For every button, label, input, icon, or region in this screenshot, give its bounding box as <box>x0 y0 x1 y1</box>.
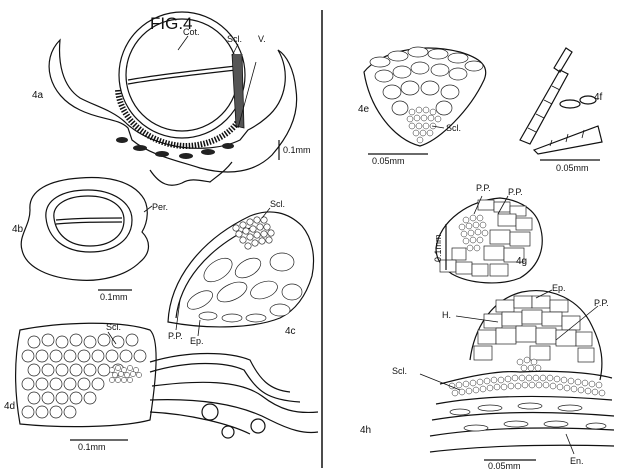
panel-4e-id: 4e <box>358 104 370 115</box>
panel-4b-drawing <box>21 178 152 290</box>
panel-4c-label-scl: Scl. <box>270 199 285 209</box>
panel-4g-scale-label: 0.1mm <box>433 234 443 262</box>
panel-4c-drawing <box>168 208 314 336</box>
panel-4h-scale-label: 0.05mm <box>488 461 521 471</box>
panel-4b-scale-label: 0.1mm <box>100 292 128 302</box>
panel-4a-label-v: V. <box>258 34 266 44</box>
panel-4h-label-en: En. <box>570 456 584 466</box>
panel-4c-id: 4c <box>285 326 296 337</box>
panel-4h-label-ep: Ep. <box>552 283 566 293</box>
panel-4d-id: 4d <box>4 401 15 412</box>
panel-4g-drawing <box>436 196 542 283</box>
panel-4d-label-scl: Scl. <box>106 322 121 332</box>
panel-4g-label-pp2: P.P. <box>508 187 523 197</box>
panel-4h-label-scl: Scl. <box>392 366 407 376</box>
panel-4a-id: 4a <box>32 90 44 101</box>
panel-4a-label-scl: Scl. <box>227 34 242 44</box>
panel-4d-scale-label: 0.1mm <box>78 442 106 452</box>
panel-4a-scale-label: 0.1mm <box>283 145 311 155</box>
panel-4a-label-cot: Cot. <box>183 27 200 37</box>
panel-4h-label-h: H. <box>442 310 451 320</box>
panel-4e-label-scl: Scl. <box>446 123 461 133</box>
panel-4f-scale-label: 0.05mm <box>556 163 589 173</box>
panel-4h-label-pp: P.P. <box>594 298 609 308</box>
panel-4g-id: 4g <box>516 256 527 267</box>
panel-4f-id: 4f <box>594 92 603 103</box>
panel-4b-label-per: Per. <box>152 202 168 212</box>
panel-4b-id: 4b <box>12 224 24 235</box>
panel-4c-label-pp: P.P. <box>168 331 183 341</box>
panel-4e-scale-label: 0.05mm <box>372 156 405 166</box>
panel-4c-label-ep: Ep. <box>190 336 204 346</box>
panel-4d-drawing <box>16 323 319 440</box>
panel-4e-drawing <box>364 47 486 154</box>
panel-4f-drawing <box>520 48 602 160</box>
panel-4h-id: 4h <box>360 425 371 436</box>
panel-4g-label-pp1: P.P. <box>476 183 491 193</box>
